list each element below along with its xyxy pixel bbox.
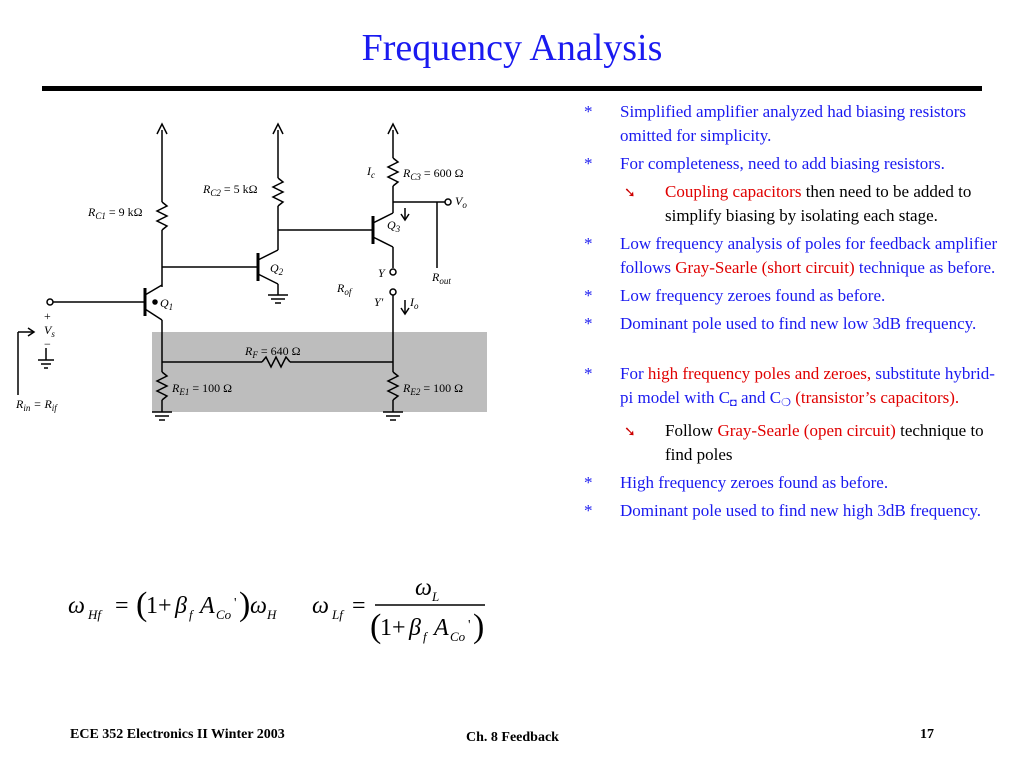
footer-course: ECE 352 Electronics II Winter 2003	[70, 727, 285, 742]
svg-text:(: (	[370, 608, 381, 645]
frequency-equations: ω Hf = ( 1+ β f A Co ' ) ω H ω Lf = ω L …	[68, 575, 485, 645]
svg-text:Hf: Hf	[87, 607, 103, 622]
arrow-bullet-icon: ➘	[624, 186, 636, 201]
svg-text:β: β	[408, 615, 421, 641]
bullet-item: *Dominant pole used to find new low 3dB …	[580, 312, 1000, 336]
svg-text:Rin = Rif: Rin = Rif	[15, 397, 58, 413]
svg-text:RE1 = 100 Ω: RE1 = 100 Ω	[171, 381, 232, 397]
svg-text:Vs: Vs	[44, 323, 55, 339]
mu-symbol-icon: ❍	[781, 397, 791, 409]
bullet-marker: *	[584, 286, 593, 305]
svg-text:RF = 640 Ω: RF = 640 Ω	[244, 344, 301, 360]
svg-text:+: +	[44, 309, 51, 323]
svg-text:β: β	[174, 593, 187, 619]
svg-text:Y′: Y′	[374, 295, 384, 309]
svg-text:): )	[473, 608, 484, 645]
bullet-item: *For high frequency poles and zeroes, su…	[584, 364, 995, 409]
bullet-item: *Low frequency analysis of poles for fee…	[584, 234, 998, 277]
svg-text:=: =	[352, 593, 366, 619]
svg-text:Io: Io	[409, 295, 419, 311]
svg-text:Q1: Q1	[160, 296, 173, 312]
svg-text:f: f	[423, 629, 429, 644]
svg-text:Y: Y	[378, 266, 386, 280]
svg-text:−: −	[44, 337, 51, 351]
svg-text:): )	[239, 586, 250, 623]
bullet-marker: *	[584, 234, 593, 253]
sub-bullet-item: ➘Coupling capacitors then need to be add…	[624, 182, 972, 225]
bullet-marker: *	[584, 364, 593, 383]
shaded-feedback-region	[152, 332, 487, 412]
svg-text:Ic: Ic	[366, 164, 375, 180]
svg-text:Vo: Vo	[455, 194, 467, 210]
svg-text:H: H	[266, 607, 277, 622]
svg-text:L: L	[431, 589, 439, 604]
footer-chapter: Ch. 8 Feedback	[466, 730, 559, 745]
svg-text:Q3: Q3	[387, 218, 401, 234]
svg-text:A: A	[198, 593, 215, 619]
svg-text:ω: ω	[415, 575, 432, 601]
svg-text:Rof: Rof	[336, 281, 353, 297]
bullet-item: *Low frequency zeroes found as before.	[580, 284, 1000, 308]
svg-text:Q2: Q2	[270, 261, 284, 277]
bullet-marker: *	[584, 473, 593, 492]
svg-text:RC3 = 600 Ω: RC3 = 600 Ω	[402, 166, 464, 182]
svg-text:ω: ω	[68, 593, 85, 619]
svg-text:RC1 = 9 kΩ: RC1 = 9 kΩ	[87, 205, 143, 221]
feedback-amplifier-circuit: RC1 = 9 kΩ RC2 = 5 kΩ RC3 = 600 Ω Ic Vo …	[15, 122, 487, 421]
arrow-bullet-icon: ➘	[624, 425, 636, 440]
bullet-marker: *	[584, 314, 593, 333]
bullet-marker: *	[584, 154, 593, 173]
svg-text:1+: 1+	[146, 593, 172, 619]
svg-text:f: f	[189, 607, 195, 622]
svg-text:=: =	[115, 593, 129, 619]
bullet-item: *Dominant pole used to find new high 3dB…	[580, 499, 1000, 523]
svg-text:': '	[234, 596, 237, 611]
svg-text:(: (	[136, 586, 147, 623]
svg-text:1+: 1+	[380, 615, 406, 641]
svg-text:A: A	[432, 615, 449, 641]
svg-text:ω: ω	[250, 593, 267, 619]
sub-bullet-item: ➘Follow Gray-Searle (open circuit) techn…	[624, 421, 984, 464]
bullet-marker: *	[584, 501, 593, 520]
svg-text:ω: ω	[312, 593, 329, 619]
pi-symbol-icon: ◘	[730, 397, 737, 409]
footer-page-number: 17	[920, 727, 934, 742]
bullet-list: *Simplified amplifier analyzed had biasi…	[580, 100, 1000, 527]
title-divider	[42, 86, 982, 91]
svg-text:Co: Co	[216, 607, 232, 622]
bullet-item: *High frequency zeroes found as before.	[580, 471, 1000, 495]
bullet-item: *Simplified amplifier analyzed had biasi…	[584, 102, 967, 145]
svg-text:RC2 = 5 kΩ: RC2 = 5 kΩ	[202, 182, 258, 198]
svg-text:Co: Co	[450, 629, 466, 644]
slide-title: Frequency Analysis	[361, 27, 663, 69]
bullet-marker: *	[584, 102, 593, 121]
svg-text:Lf: Lf	[331, 607, 345, 622]
svg-text:': '	[468, 618, 471, 633]
bullet-item: *For completeness, need to add biasing r…	[580, 152, 1000, 176]
svg-text:Rout: Rout	[431, 270, 451, 286]
svg-text:RE2 = 100 Ω: RE2 = 100 Ω	[402, 381, 463, 397]
